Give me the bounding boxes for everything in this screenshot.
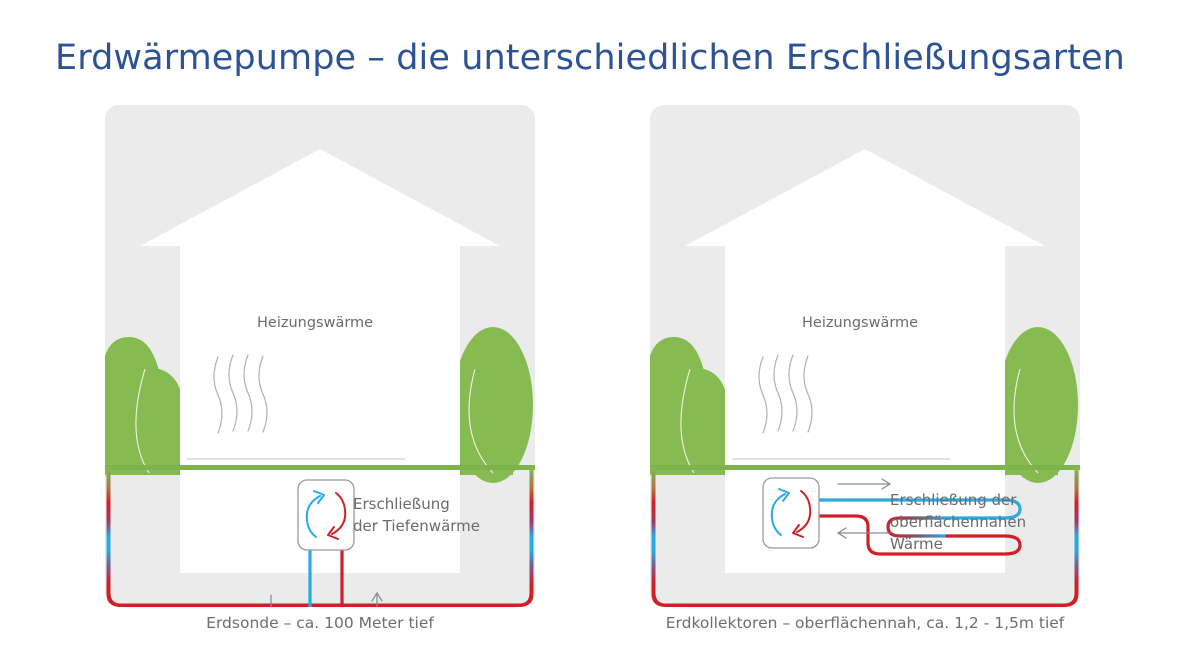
flow-arrows-right xyxy=(836,478,892,539)
heat-label-left: Heizungswärme xyxy=(257,315,373,331)
tree-highlight-left xyxy=(680,368,695,474)
panel-scene-left: Erschließung der Tiefenwärme Heizungswär… xyxy=(105,105,535,607)
house-shape xyxy=(140,149,500,473)
underground-frame xyxy=(106,467,534,607)
caption-erdsonde: Erdsonde – ca. 100 Meter tief xyxy=(206,614,434,632)
annotation-line-1: Erschließung der xyxy=(890,491,1017,509)
annotation-line-1: Erschließung xyxy=(353,495,450,513)
tree-highlight-right xyxy=(1013,368,1039,474)
annotation-line-2: oberflächennahen xyxy=(890,513,1026,531)
tree-group-left xyxy=(650,337,728,475)
tree-highlight-right xyxy=(468,368,494,474)
heat-pump-unit xyxy=(297,479,355,551)
pump-arrow-cold xyxy=(305,495,321,538)
heat-label-right: Heizungswärme xyxy=(802,315,918,331)
pump-arrow-cold xyxy=(770,493,786,536)
up-arrow-head xyxy=(371,591,383,602)
caption-erdkollektoren: Erdkollektoren – oberflächennah, ca. 1,2… xyxy=(665,614,1065,632)
flow-arrows-left xyxy=(270,591,383,607)
heat-wave-icon xyxy=(758,354,813,434)
heat-wave-icon xyxy=(213,354,268,434)
right-arrow-head xyxy=(881,478,892,490)
collector-transition xyxy=(886,516,949,538)
annotation-line-2: der Tiefenwärme xyxy=(353,517,480,535)
ground-collector xyxy=(818,498,1022,556)
collector-cold-run xyxy=(818,498,1022,520)
ground-line xyxy=(105,465,535,470)
panel-scene-right: Erschließung der oberflächennahen Wärme … xyxy=(650,105,1080,607)
ground-line xyxy=(650,465,1080,470)
pump-arrow-warm xyxy=(331,492,347,535)
left-arrow-head xyxy=(836,527,847,539)
diagram-panel-erdkollektoren: Erschließung der oberflächennahen Wärme … xyxy=(650,105,1080,607)
tree-bush-left xyxy=(107,367,183,475)
pump-arrow-warm xyxy=(796,490,812,533)
diagram-panel-erdsonde: Erschließung der Tiefenwärme Heizungswär… xyxy=(105,105,535,607)
page-title: Erdwärmepumpe – die unterschiedlichen Er… xyxy=(55,38,1125,78)
tree-group-left xyxy=(105,337,183,475)
tree-bush-left xyxy=(652,367,728,475)
collector-warm-run xyxy=(818,514,1022,556)
underground-frame xyxy=(651,467,1079,607)
heat-pump-unit xyxy=(762,477,820,549)
annotation-line-3: Wärme xyxy=(890,535,943,553)
house-shape xyxy=(685,149,1045,473)
tree-highlight-left xyxy=(135,368,150,474)
